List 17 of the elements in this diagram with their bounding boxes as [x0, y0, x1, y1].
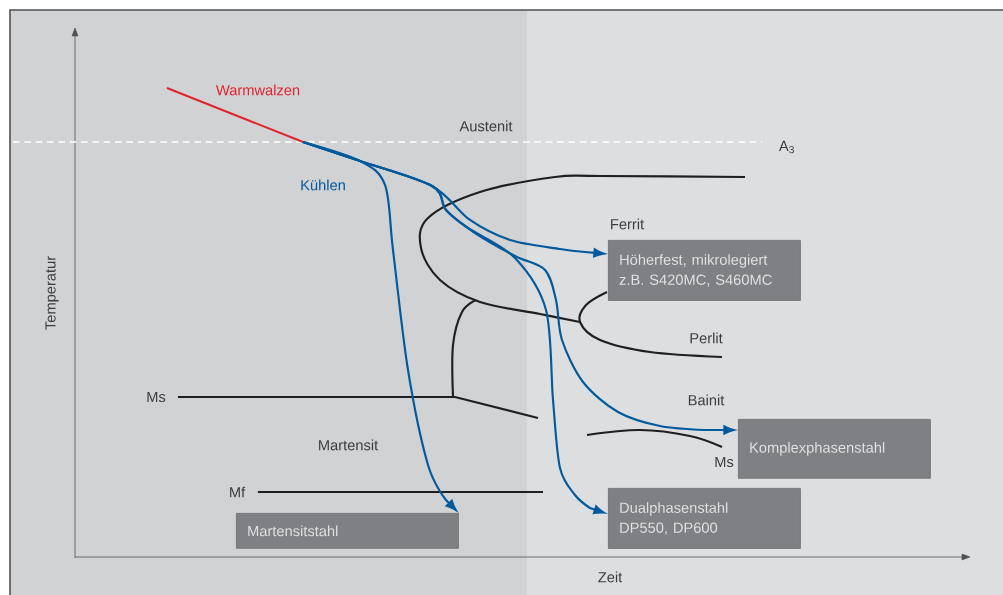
- phase-label: Bainit: [688, 394, 725, 406]
- steel-grade-box: Dualphasenstahl DP550, DP600: [608, 488, 801, 549]
- temperature-label: Ms: [147, 391, 166, 403]
- phase-label: Martensit: [319, 439, 379, 451]
- temperature-label: Ms: [715, 456, 734, 468]
- steel-grade-box: Komplexphasenstahl: [738, 419, 931, 479]
- cooling-arrow: [302, 140, 457, 511]
- axis-label: Temperatur: [45, 256, 59, 330]
- temperature-label: A$_{3}$: [778, 140, 794, 154]
- steel-grade-box: Höherfest, mikrolegiert z.B. S420MC, S460MC: [608, 240, 801, 301]
- steel-grade-box: Martensitstahl: [236, 513, 459, 549]
- phase-label: Perlit: [690, 332, 723, 344]
- process-label: Kühlen: [301, 179, 345, 191]
- process-label: Warmwalzen: [215, 84, 300, 96]
- axis-label: Zeit: [598, 571, 623, 583]
- phase-label: Austenit: [459, 120, 513, 132]
- temperature-label: Mf: [230, 486, 246, 498]
